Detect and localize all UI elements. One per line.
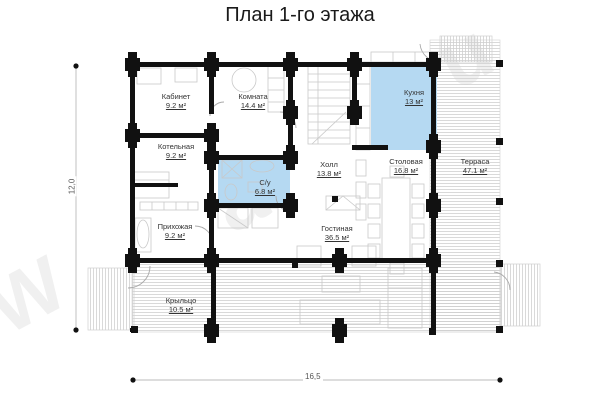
room-area: 13 м²: [404, 97, 424, 106]
dimension-width-label: 16,5: [303, 372, 323, 381]
dimension-height-label: 12,0: [67, 176, 77, 197]
room-area: 9.2 м²: [165, 151, 187, 160]
room-name: Кухня: [403, 88, 425, 97]
terrace-decking: [87, 35, 541, 333]
room-area: 36.5 м²: [324, 233, 350, 242]
room-name: Крыльцо: [165, 296, 197, 305]
room-name: Котельная: [157, 142, 195, 151]
terrace-posts: [131, 60, 503, 335]
room-name: Кабинет: [161, 92, 191, 101]
room-name: Холл: [320, 160, 338, 169]
room-area: 13.8 м²: [316, 169, 342, 178]
room-name: Столовая: [389, 157, 423, 166]
furniture-layer: [132, 51, 438, 329]
room-area: 9.2 м²: [164, 231, 186, 240]
room-area: 47.1 м²: [462, 166, 488, 175]
room-name: Терраса: [460, 157, 490, 166]
room-name: Гостиная: [321, 224, 353, 233]
log-joints: [125, 52, 441, 343]
room-area: 16.8 м²: [393, 166, 419, 175]
room-name: Комната: [238, 92, 268, 101]
room-area: 6.8 м²: [254, 187, 276, 196]
room-name: С/у: [259, 178, 271, 187]
room-name: Прихожая: [157, 222, 193, 231]
room-area: 10.5 м²: [168, 305, 194, 314]
room-area: 9.2 м²: [165, 101, 187, 110]
room-area: 14.4 м²: [240, 101, 266, 110]
page-title: План 1-го этажа: [225, 4, 375, 26]
